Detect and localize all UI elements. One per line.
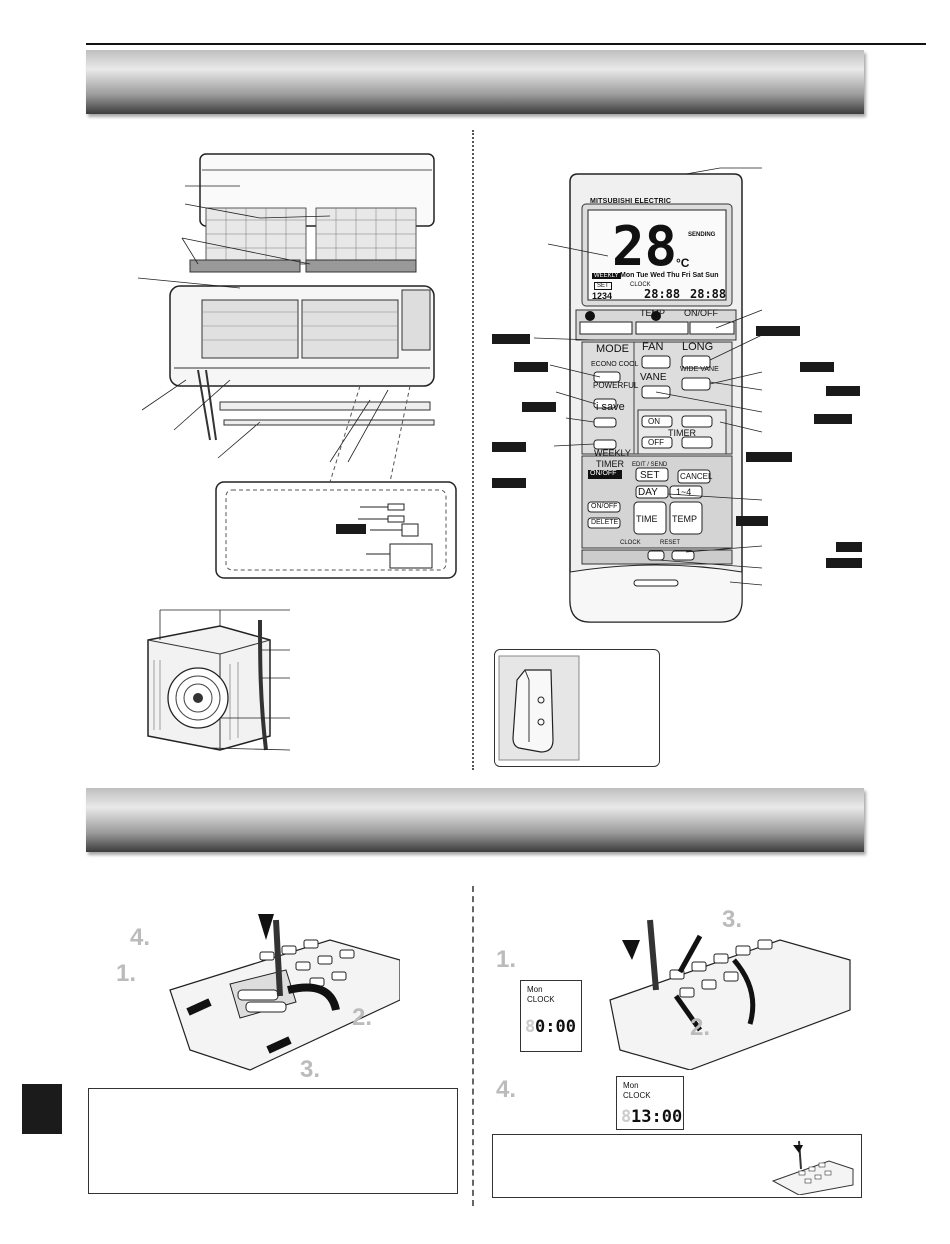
clock-step-4: 4. — [496, 1076, 517, 1103]
display-temperature: 28 — [612, 215, 678, 278]
top-rule — [86, 43, 926, 45]
label-block — [492, 478, 526, 488]
page-side-tab — [22, 1084, 62, 1134]
display-days: Mon Tue Wed Thu Fri Sat Sun — [620, 272, 719, 279]
delete-button[interactable]: DELETE — [591, 519, 619, 526]
clock-step-3: 3. — [722, 906, 743, 933]
display-time1: 28:88 — [644, 287, 681, 301]
edit-send-label: EDIT / SEND — [632, 462, 668, 468]
battery-step-1: 1. — [116, 960, 137, 987]
lcd2-time: 13:00 — [631, 1107, 683, 1127]
clock-setting-illustration — [609, 919, 851, 1070]
label-block — [746, 452, 792, 462]
remote-holder-box — [494, 649, 660, 767]
timer-off-button[interactable]: OFF — [648, 438, 664, 447]
clock-note-box — [492, 1134, 862, 1198]
weekly-onoff2-button[interactable]: ON/OFF — [591, 503, 618, 510]
fan-button[interactable]: FAN — [642, 341, 664, 353]
label-block — [814, 414, 852, 424]
clock-step-1: 1. — [496, 946, 517, 973]
display-set: SET — [594, 282, 612, 290]
weekly-timer-label: TIMER — [596, 459, 624, 469]
onoff-label: ON/OFF — [684, 308, 718, 318]
battery-step-2: 2. — [352, 1004, 373, 1031]
clock-lcd-blinking: Mon CLOCK 8 0:00 — [520, 980, 582, 1052]
vane-button[interactable]: VANE — [640, 372, 667, 383]
label-block — [826, 558, 862, 568]
clock-step-2: 2. — [690, 1014, 711, 1041]
timer-label: TIMER — [668, 428, 696, 438]
day-button[interactable]: DAY — [638, 487, 658, 498]
lcd1-time: 0:00 — [535, 1017, 576, 1037]
clock-lcd-set: Mon CLOCK 8 13:00 — [616, 1076, 684, 1130]
reset-label: RESET — [660, 540, 681, 546]
label-block — [492, 442, 526, 452]
range-button[interactable]: 1~4 — [676, 487, 692, 497]
temp-label: TEMP — [640, 308, 666, 318]
remote-holder-illustration — [498, 655, 580, 761]
lcd2-day: Mon — [623, 1081, 639, 1090]
label-block — [522, 402, 556, 412]
battery-note-box — [88, 1088, 458, 1194]
mode-button[interactable]: MODE — [596, 343, 629, 355]
display-unit: °C — [676, 256, 690, 270]
section-banner-battery — [86, 788, 864, 852]
label-block — [800, 362, 834, 372]
label-block — [514, 362, 548, 372]
label-block — [736, 516, 768, 526]
outdoor-unit-illustration — [147, 609, 291, 751]
isave-button[interactable]: i save — [596, 401, 625, 413]
clock-label: CLOCK — [620, 540, 641, 546]
section-banner-parts — [86, 50, 864, 114]
label-block — [836, 542, 862, 552]
reset-sketch-icon — [771, 1140, 854, 1195]
weekly-onoff-button[interactable]: ON/OFF — [590, 470, 617, 477]
display-weekly: WEEKLY — [592, 273, 621, 279]
display-sending: SENDING — [688, 232, 716, 238]
cancel-button[interactable]: CANCEL — [680, 472, 713, 481]
lcd2-label: CLOCK — [623, 1091, 651, 1100]
set-button[interactable]: SET — [640, 470, 660, 481]
lcd1-day: Mon — [527, 985, 543, 994]
battery-step-3: 3. — [300, 1056, 321, 1083]
display-clock: CLOCK — [630, 282, 651, 288]
long-button[interactable]: LONG — [682, 341, 714, 353]
powerful-button[interactable]: POWERFUL — [593, 381, 639, 390]
timer-on-button[interactable]: ON — [648, 417, 660, 426]
time-button[interactable]: TIME — [636, 514, 658, 524]
display-nums: 1234 — [592, 291, 613, 301]
econo-cool-button[interactable]: ECONO COOL — [591, 361, 639, 368]
display-time2: 28:88 — [690, 287, 727, 301]
weekly-label: WEEKLY — [594, 448, 631, 458]
lcd1-label: CLOCK — [527, 995, 555, 1004]
column-divider — [472, 130, 474, 770]
label-block — [756, 326, 800, 336]
indoor-unit-illustration — [137, 153, 457, 579]
remote-brand: MITSUBISHI ELECTRIC — [590, 198, 672, 205]
battery-step-4: 4. — [130, 924, 151, 951]
remote-controller — [533, 167, 763, 623]
wide-vane-button[interactable]: WIDE VANE — [680, 366, 719, 373]
lcd1-hour-dim: 8 — [525, 1017, 536, 1037]
battery-insert-illustration — [169, 914, 400, 1071]
temp-set-button[interactable]: TEMP — [672, 514, 698, 524]
label-block — [826, 386, 860, 396]
lcd2-hour-dim: 8 — [621, 1107, 632, 1127]
label-block — [492, 334, 530, 344]
column-divider-lower — [472, 886, 474, 1206]
